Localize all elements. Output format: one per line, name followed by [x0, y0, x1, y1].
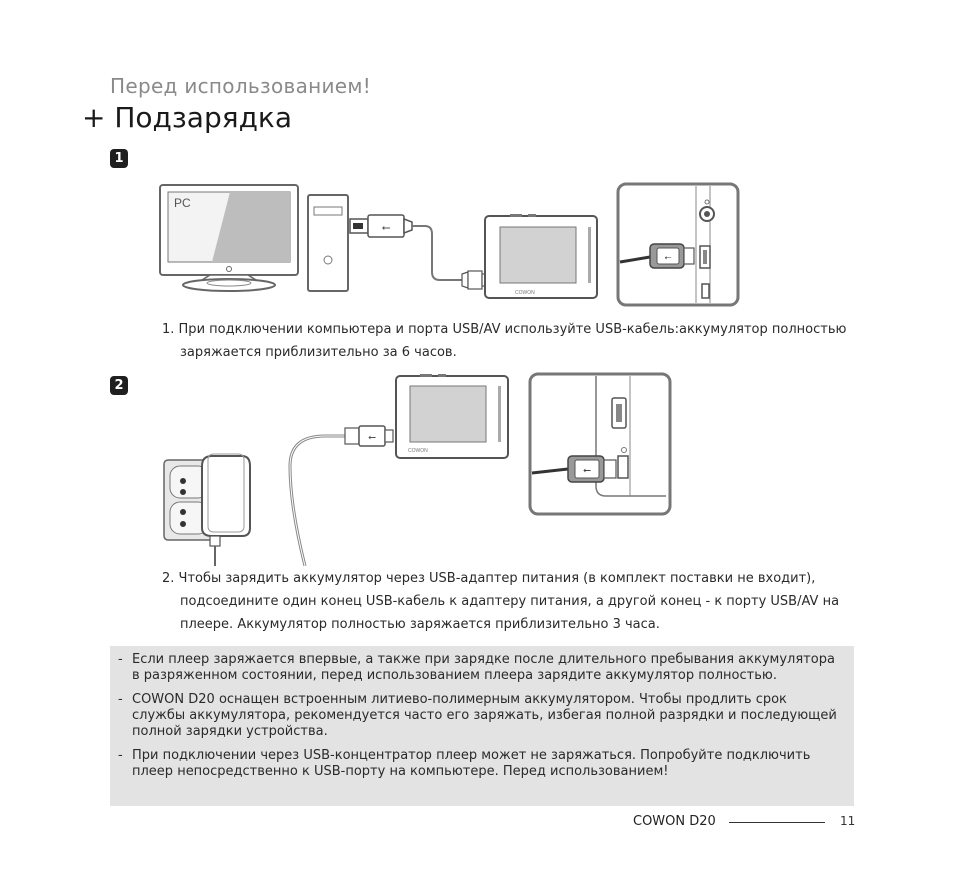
- note-text: При подключении через USB-концентратор п…: [132, 748, 811, 779]
- step-2-text: 2. Чтобы зарядить аккумулятор через USB-…: [162, 571, 840, 632]
- pc-tower-icon: [307, 194, 349, 292]
- section-label: Перед использованием!: [110, 74, 372, 98]
- mini-usb-plug-icon: ⭠: [344, 425, 394, 447]
- step-1-illustration: PC ⭠ COWON: [159, 182, 740, 307]
- usb-port-zoom-inset: ⭠: [616, 182, 740, 307]
- note-item: -Если плеер заряжается впервые, а также …: [118, 652, 844, 684]
- usb-port-zoom-inset: ⭠: [528, 372, 672, 516]
- note-item: -COWON D20 оснащен встроенным литиево-по…: [118, 692, 844, 740]
- pc-label: PC: [174, 196, 191, 210]
- footer-rule: [729, 822, 825, 823]
- note-bullet: -: [118, 652, 123, 667]
- player-brand-label: COWON: [408, 448, 428, 454]
- svg-text:⭠: ⭠: [583, 465, 591, 476]
- monitor-icon: [159, 184, 299, 292]
- notes-box: -Если плеер заряжается впервые, а также …: [110, 646, 854, 806]
- power-adapter-icon: [201, 453, 251, 566]
- player-brand-label: COWON: [515, 290, 535, 296]
- step-1-text: 1. При подключении компьютера и порта US…: [162, 322, 847, 360]
- svg-text:⭠: ⭠: [382, 221, 391, 234]
- page-title: + Подзарядка: [82, 101, 292, 134]
- note-item: -При подключении через USB-концентратор …: [118, 748, 844, 780]
- svg-text:⭠: ⭠: [368, 432, 376, 443]
- note-bullet: -: [118, 748, 123, 763]
- note-text: COWON D20 оснащен встроенным литиево-пол…: [132, 692, 837, 739]
- note-text: Если плеер заряжается впервые, а также п…: [132, 652, 835, 683]
- notes-list: -Если плеер заряжается впервые, а также …: [110, 646, 854, 780]
- step-2-illustration: ⭠ COWON ⭠: [163, 372, 672, 566]
- note-bullet: -: [118, 692, 123, 707]
- footer-brand: COWON D20: [633, 814, 716, 829]
- page-number: 11: [840, 814, 856, 828]
- svg-text:⭠: ⭠: [664, 253, 671, 263]
- step-2-badge: 2: [110, 376, 128, 395]
- usb-a-plug-icon: ⭠: [349, 214, 413, 238]
- player-device-icon: [484, 214, 598, 299]
- step-1-badge: 1: [110, 149, 128, 168]
- player-device-icon: [395, 374, 509, 459]
